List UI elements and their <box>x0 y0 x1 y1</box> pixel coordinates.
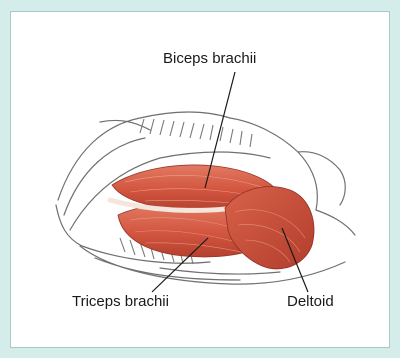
deltoid-muscle <box>225 187 314 269</box>
triceps-label: Triceps brachii <box>72 293 169 310</box>
deltoid-label: Deltoid <box>287 293 334 310</box>
biceps-label: Biceps brachii <box>163 50 256 67</box>
